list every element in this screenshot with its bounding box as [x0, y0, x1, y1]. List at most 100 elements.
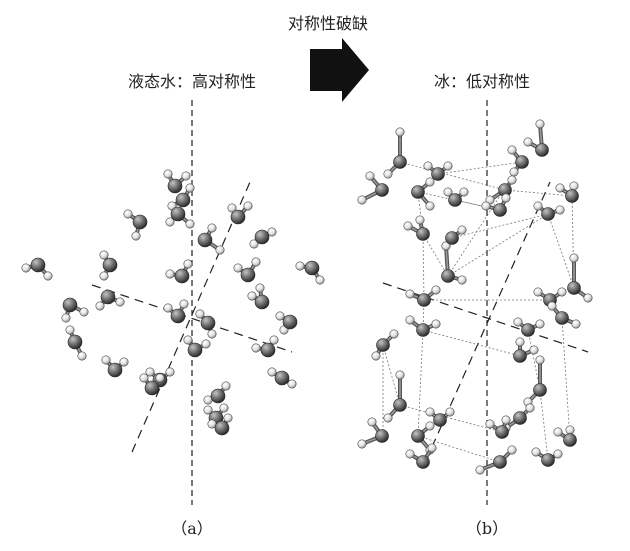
water-molecule	[207, 413, 233, 436]
hydrogen-atom	[565, 425, 575, 435]
oxygen-atom	[541, 207, 555, 221]
water-molecule	[183, 335, 211, 358]
hydrogen-atom	[65, 325, 75, 335]
water-molecule	[21, 257, 53, 281]
ice-molecule	[383, 370, 407, 423]
water-molecule	[249, 227, 277, 249]
hydrogen-atom	[243, 201, 253, 211]
water-molecule	[99, 250, 118, 281]
hydrogen-atom	[529, 345, 539, 355]
oxygen-atom	[513, 349, 527, 363]
oxygen-atom	[533, 383, 547, 397]
hydrogen-atom	[405, 315, 415, 325]
water-molecule	[203, 381, 231, 405]
ice-molecule	[513, 337, 539, 363]
oxygen-atom	[132, 214, 148, 230]
ice-molecule	[555, 181, 579, 203]
ice-molecule	[533, 287, 567, 307]
ice-molecule	[405, 315, 441, 337]
oxygen-atom	[416, 323, 430, 337]
oxygen-atom	[416, 227, 430, 241]
hydrogen-atom	[425, 177, 435, 187]
ice-molecule	[411, 177, 435, 211]
oxygen-atom	[187, 342, 203, 358]
hydrogen-atom	[405, 449, 415, 459]
hydrogen-atom	[139, 373, 149, 383]
ice-molecule	[403, 215, 430, 241]
hydrogen-atom	[507, 145, 517, 155]
hydrogen-atom	[207, 223, 217, 233]
hydrogen-atom	[203, 405, 213, 415]
hydrogen-atom	[405, 289, 415, 299]
hydrogen-bond-edge	[571, 195, 575, 289]
oxygen-atom	[375, 429, 389, 443]
panel-a-label: （a）	[171, 519, 213, 538]
oxygen-atom	[563, 433, 577, 447]
hydrogen-atom	[531, 447, 541, 457]
hydrogen-atom	[251, 257, 261, 267]
hydrogen-atom	[535, 319, 545, 329]
water-molecule	[65, 325, 87, 361]
water-molecule	[101, 355, 129, 378]
oxygen-atom	[393, 155, 407, 169]
hydrogen-atom	[269, 335, 279, 345]
oxygen-atom	[170, 206, 186, 222]
oxygen-atom	[175, 192, 191, 208]
ice-molecule	[547, 301, 581, 329]
hydrogen-atom	[425, 407, 435, 417]
panel-b-diagonal-axis	[431, 181, 551, 448]
panel-a-diagonal-axis	[131, 181, 251, 453]
hydrogen-atom	[501, 415, 511, 425]
ice-molecule	[443, 187, 469, 207]
ice-lattice-edges	[382, 161, 575, 463]
hydrogen-atom	[441, 241, 451, 251]
hydrogen-atom	[395, 370, 405, 380]
oxygen-atom	[521, 323, 535, 337]
hydrogen-atom	[131, 231, 141, 241]
water-molecule	[163, 169, 191, 194]
oxygen-atom	[240, 267, 256, 283]
oxygen-atom	[254, 229, 270, 245]
oxygen-atom	[535, 143, 549, 157]
hydrogen-atom	[481, 201, 491, 211]
oxygen-atom	[210, 388, 226, 404]
water-molecule	[123, 209, 148, 241]
hydrogen-atom	[315, 275, 325, 285]
oxygen-atom	[62, 297, 78, 313]
hydrogen-atom	[475, 465, 485, 475]
panel-b-label: （b）	[466, 519, 508, 538]
hydrogen-atom	[123, 209, 133, 219]
hydrogen-atom	[221, 381, 231, 391]
water-molecule	[165, 206, 195, 229]
ice-molecule	[423, 161, 453, 181]
hydrogen-bond-edge	[399, 404, 503, 433]
hydrogen-atom	[443, 161, 453, 171]
oxygen-atom	[495, 425, 509, 439]
hydrogen-atom	[287, 379, 297, 389]
ice-molecule	[533, 201, 565, 221]
hydrogen-atom	[569, 181, 579, 191]
hydrogen-atom	[371, 351, 381, 361]
oxygen-atom	[513, 411, 527, 425]
hydrogen-atom	[165, 367, 175, 377]
hydrogen-atom	[507, 445, 517, 455]
oxygen-atom	[170, 308, 186, 324]
hydrogen-atom	[507, 175, 517, 185]
hydrogen-atom	[267, 367, 277, 377]
oxygen-atom	[375, 183, 389, 197]
oxygen-atom	[254, 294, 270, 310]
hydrogen-bond-edge	[451, 213, 549, 239]
water-molecule	[95, 289, 125, 311]
hydrogen-atom	[275, 311, 285, 321]
hydrogen-bond-edge	[422, 329, 521, 357]
hydrogen-atom	[223, 413, 233, 423]
water-molecule	[267, 367, 297, 389]
water-molecule	[163, 299, 189, 324]
hydrogen-atom	[457, 275, 467, 285]
ice-molecule	[383, 127, 407, 179]
panel-a-axes	[91, 100, 293, 505]
ice-molecule	[507, 145, 529, 177]
oxygen-atom	[174, 268, 190, 284]
hydrogen-atom	[427, 443, 437, 453]
